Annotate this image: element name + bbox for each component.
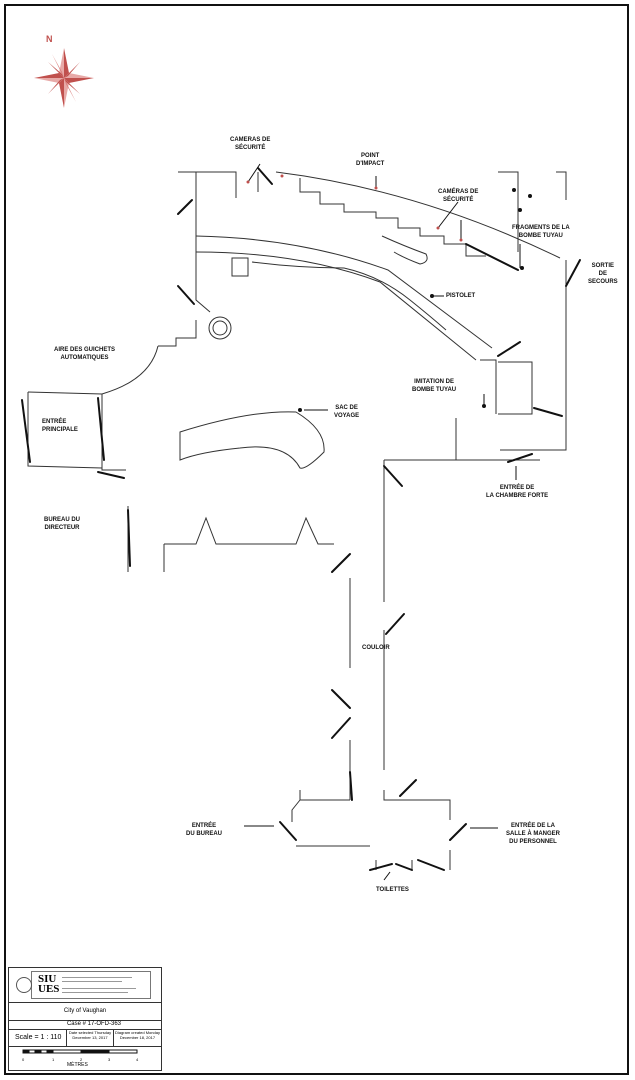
label-point-impact: POINT D'IMPACT	[356, 153, 385, 167]
north-label: N	[46, 34, 53, 44]
scale-units: MÈTRES	[67, 1062, 88, 1068]
city-name: City of Vaughan	[9, 1002, 161, 1021]
label-aire-des-guichets: AIRE DES GUICHETS AUTOMATIQUES	[54, 347, 116, 361]
tick-0: 0	[22, 1057, 25, 1062]
case-number: Case # 17-OFD-363	[9, 1020, 161, 1030]
label-sortie-de-secours: SORTIE DE SECOURS	[588, 263, 618, 285]
scale-bar: 0 1 2 3 4 MÈTRES	[9, 1046, 161, 1070]
label-couloir: COULOIR	[362, 645, 390, 651]
logo-siu: SIU	[38, 973, 57, 985]
diagram-created: Diagram created Monday December 18, 2017	[113, 1030, 161, 1046]
tick-1: 1	[52, 1057, 55, 1062]
page-frame	[4, 4, 629, 1075]
label-cameras-de-securite-2: CAMÉRAS DE SÉCURITÉ	[438, 189, 479, 203]
seal-icon	[16, 977, 32, 993]
logo-area: SIU UES	[9, 968, 161, 1003]
tick-2: 2	[80, 1057, 83, 1062]
label-cameras-de-securite-1: CAMERAS DE SÉCURITÉ	[230, 137, 271, 151]
date-selected: Date selected Thursday December 13, 2017	[68, 1030, 112, 1040]
label-sac-de-voyage: SAC DE VOYAGE	[334, 405, 360, 419]
label-fragments-bombe-tuyau: FRAGMENTS DE LA BOMBE TUYAU	[512, 225, 570, 239]
scale-row: Scale = 1 : 110 Date selected Thursday D…	[9, 1029, 161, 1047]
label-entree-chambre-forte: ENTRÉE DE LA CHAMBRE FORTE	[486, 485, 549, 499]
tick-3: 3	[108, 1057, 111, 1062]
label-entree-principale: ENTRÉE PRINCIPALE	[42, 419, 78, 433]
logo-ues: UES	[38, 983, 60, 995]
label-bureau-du-directeur: BUREAU DU DIRECTEUR	[44, 517, 80, 531]
cameras-1-arrow	[247, 163, 261, 183]
scale-text: Scale = 1 : 110	[9, 1029, 67, 1046]
title-block: SIU UES City of Vaughan Case # 17-OFD-36…	[8, 967, 162, 1071]
label-toilettes: TOILETTES	[376, 887, 409, 893]
tick-4: 4	[136, 1057, 139, 1062]
label-entree-du-bureau: ENTRÉE DU BUREAU	[186, 823, 222, 837]
label-salle-a-manger: ENTRÉE DE LA SALLE À MANGER DU PERSONNEL	[506, 823, 560, 845]
siu-logo: SIU UES	[16, 971, 151, 999]
label-pistolet: PISTOLET	[446, 293, 476, 299]
compass-rose-icon	[34, 48, 94, 108]
label-imitation-bombe-tuyau: IMITATION DE BOMBE TUYAU	[412, 379, 457, 393]
